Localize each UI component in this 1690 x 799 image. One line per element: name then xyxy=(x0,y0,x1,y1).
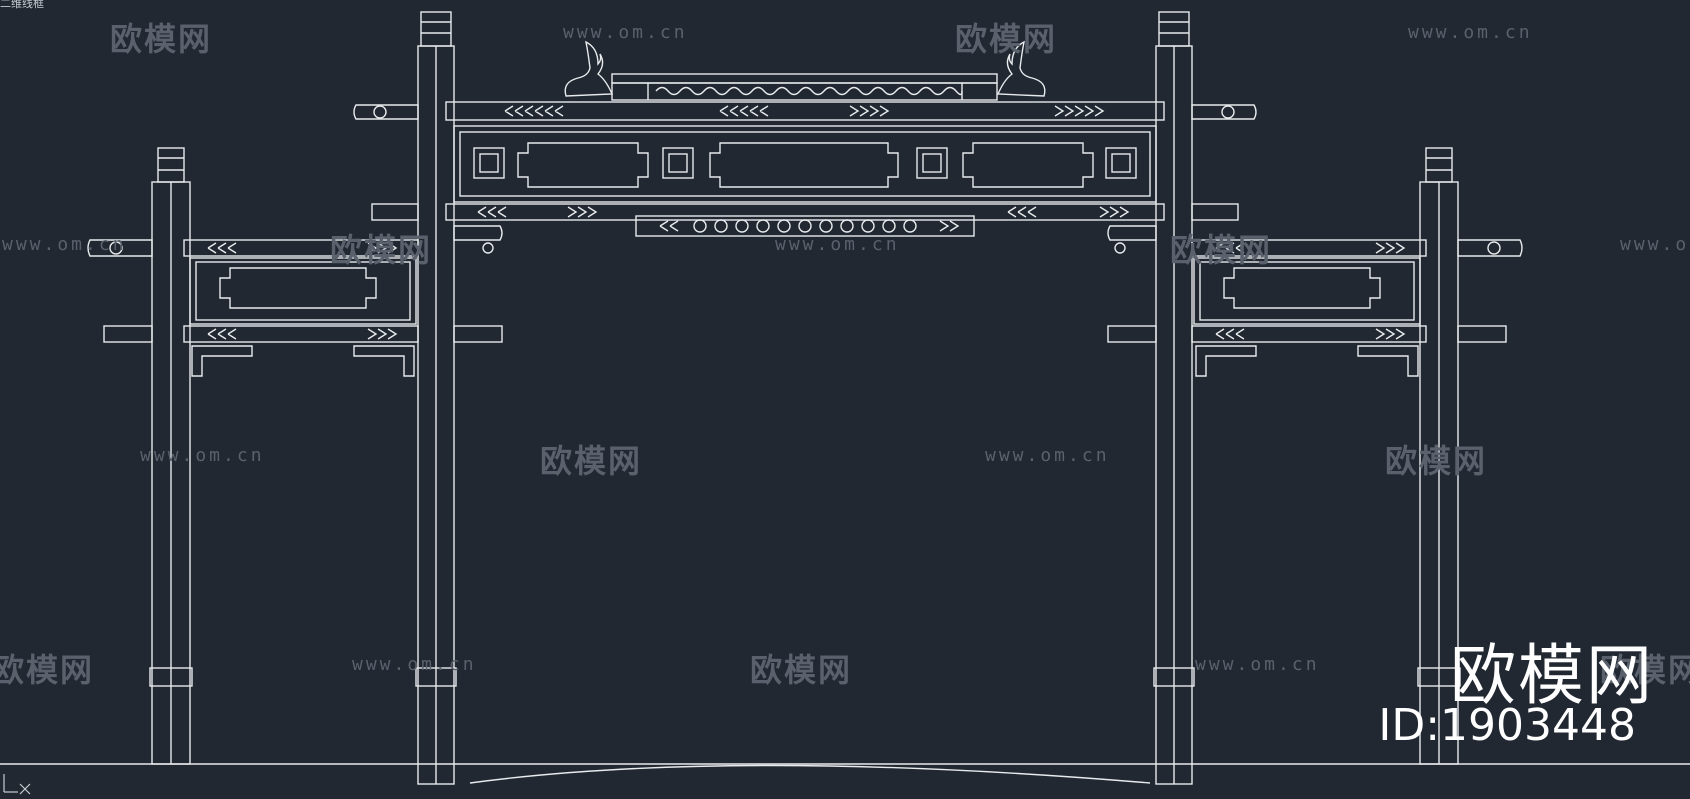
right-side-gate xyxy=(1107,239,1523,377)
central-signboard xyxy=(453,125,1157,203)
central-middle-beam xyxy=(445,203,1165,221)
watermark-brand: 欧模网 xyxy=(1600,651,1690,689)
watermark-brand: 欧模网 xyxy=(540,442,643,480)
watermark-brand: 欧模网 xyxy=(750,651,853,689)
watermark-url: www.om.cn xyxy=(775,234,900,255)
central-left-post xyxy=(415,11,457,785)
ucs-axis-icon xyxy=(3,774,31,795)
watermark-url: www.om.cn xyxy=(985,445,1110,466)
watermark-url: www.om.cn xyxy=(2,234,127,255)
watermark-url: www.om.cn xyxy=(140,445,265,466)
watermark-url: www.om.cn xyxy=(1408,22,1533,43)
left-side-gate xyxy=(87,239,503,377)
watermark-url: www.om.cn xyxy=(352,654,477,675)
watermark-brand: 欧模网 xyxy=(110,20,213,58)
central-roof-ridge xyxy=(564,40,1046,101)
central-beam-ends xyxy=(353,104,1257,254)
central-lower-beam xyxy=(635,215,975,237)
central-top-beam xyxy=(445,101,1165,121)
model-id: ID:1903448 xyxy=(1378,700,1636,751)
watermark-brand: 欧模网 xyxy=(955,20,1058,58)
brand-logo: 欧模网 xyxy=(1450,637,1654,714)
watermark-url: www.om.cn xyxy=(1620,234,1690,255)
watermark-brand: 欧模网 xyxy=(330,231,433,269)
side-right-post xyxy=(1417,147,1461,765)
watermark-url: www.om.cn xyxy=(1195,654,1320,675)
watermark-brand: 欧模网 xyxy=(0,651,95,689)
watermark-brand: 欧模网 xyxy=(1385,442,1488,480)
watermark-brand: 欧模网 xyxy=(1170,231,1273,269)
watermark-url: www.om.cn xyxy=(563,22,688,43)
central-right-post xyxy=(1153,11,1195,785)
viewport-visual-style-label[interactable]: 二维线框 xyxy=(0,0,44,10)
side-left-post xyxy=(149,147,193,765)
